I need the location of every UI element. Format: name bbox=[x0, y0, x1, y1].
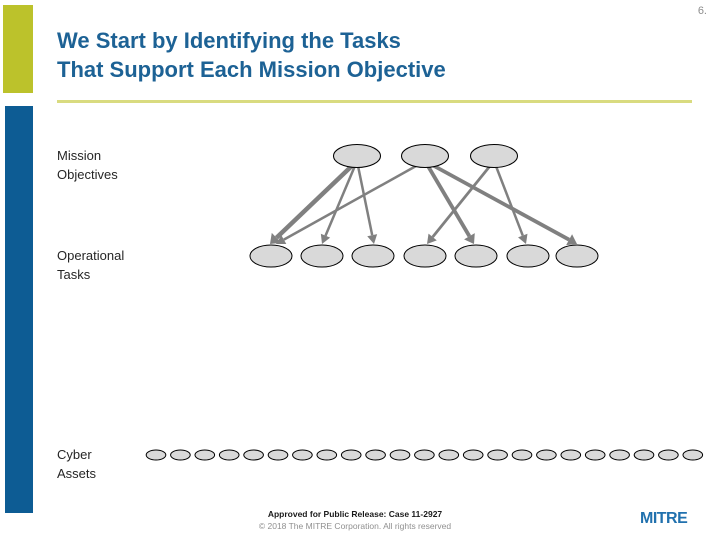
mapping-arrow-head bbox=[427, 233, 437, 244]
cyber-asset-ellipse bbox=[194, 449, 216, 461]
cyber-asset-ellipse bbox=[389, 449, 411, 461]
footer-approval-text: Approved for Public Release: Case 11-292… bbox=[267, 509, 443, 519]
cyber-asset-ellipse bbox=[292, 449, 313, 461]
mission-objective-ellipse bbox=[333, 144, 381, 168]
operational-task-ellipse bbox=[300, 244, 344, 268]
operational-task-ellipse bbox=[351, 244, 395, 268]
operational-task-ellipse bbox=[249, 244, 293, 268]
mapping-arrow-line bbox=[283, 159, 426, 241]
cyber-asset-ellipse bbox=[584, 449, 606, 461]
cyber-asset-ellipse bbox=[340, 449, 362, 461]
mapping-arrow-head bbox=[464, 233, 475, 244]
cyber-asset-ellipse bbox=[487, 449, 508, 461]
mapping-arrow-head bbox=[566, 234, 577, 246]
cyber-asset-ellipse bbox=[218, 449, 240, 461]
cyber-asset-ellipse bbox=[560, 449, 582, 461]
accent-bar-yellow bbox=[3, 5, 33, 93]
cyber-asset-ellipse bbox=[511, 449, 533, 461]
mapping-arrow-line bbox=[431, 160, 496, 238]
mitre-logo: MITRE bbox=[640, 510, 688, 527]
cyber-asset-ellipse bbox=[536, 449, 557, 461]
mapping-arrow-line bbox=[324, 160, 359, 237]
mapping-arrow-line bbox=[492, 160, 524, 237]
cyber-asset-ellipse bbox=[462, 449, 484, 461]
operational-task-ellipse bbox=[454, 244, 498, 268]
cyber-asset-ellipse bbox=[609, 449, 630, 461]
operational-task-ellipse bbox=[555, 244, 599, 268]
mapping-arrow-line bbox=[424, 159, 571, 242]
footer: Approved for Public Release: Case 11-292… bbox=[240, 509, 470, 532]
title-underline bbox=[57, 100, 692, 103]
mapping-arrow-head bbox=[276, 235, 287, 245]
accent-bar-blue bbox=[5, 106, 33, 513]
cyber-asset-ellipse bbox=[267, 449, 289, 461]
cyber-asset-ellipse bbox=[170, 449, 191, 461]
slide-title-line2: That Support Each Mission Objective bbox=[57, 57, 446, 82]
footer-copyright-text: © 2018 The MITRE Corporation. All rights… bbox=[258, 521, 452, 531]
operational-task-ellipse bbox=[506, 244, 550, 268]
label-cyber-assets: Cyber Assets bbox=[57, 447, 97, 481]
mapping-arrow-head bbox=[367, 234, 378, 244]
mission-objective-ellipse bbox=[470, 144, 518, 168]
cyber-asset-ellipse bbox=[365, 449, 386, 461]
cyber-asset-ellipse bbox=[658, 449, 679, 461]
mission-objective-ellipse bbox=[401, 144, 449, 168]
slide-title-line1: We Start by Identifying the Tasks bbox=[57, 28, 401, 53]
label-operational-tasks: Operational Tasks bbox=[57, 248, 125, 282]
cyber-asset-ellipse bbox=[633, 449, 655, 461]
label-mission-objectives: Mission Objectives bbox=[57, 148, 118, 182]
page-number: 6. bbox=[697, 5, 707, 17]
cyber-asset-ellipse bbox=[682, 449, 704, 461]
mapping-arrow-head bbox=[320, 233, 331, 244]
mapping-arrow-line bbox=[355, 160, 374, 236]
cyber-asset-ellipse bbox=[438, 449, 460, 461]
cyber-asset-ellipse bbox=[145, 449, 167, 461]
cyber-asset-ellipse bbox=[414, 449, 435, 461]
operational-task-ellipse bbox=[403, 244, 447, 268]
mapping-arrow-head bbox=[518, 233, 528, 244]
mapping-arrow-line bbox=[423, 160, 472, 238]
cyber-asset-ellipse bbox=[316, 449, 338, 461]
mapping-arrow-line bbox=[274, 159, 359, 240]
cyber-asset-ellipse bbox=[243, 449, 264, 461]
